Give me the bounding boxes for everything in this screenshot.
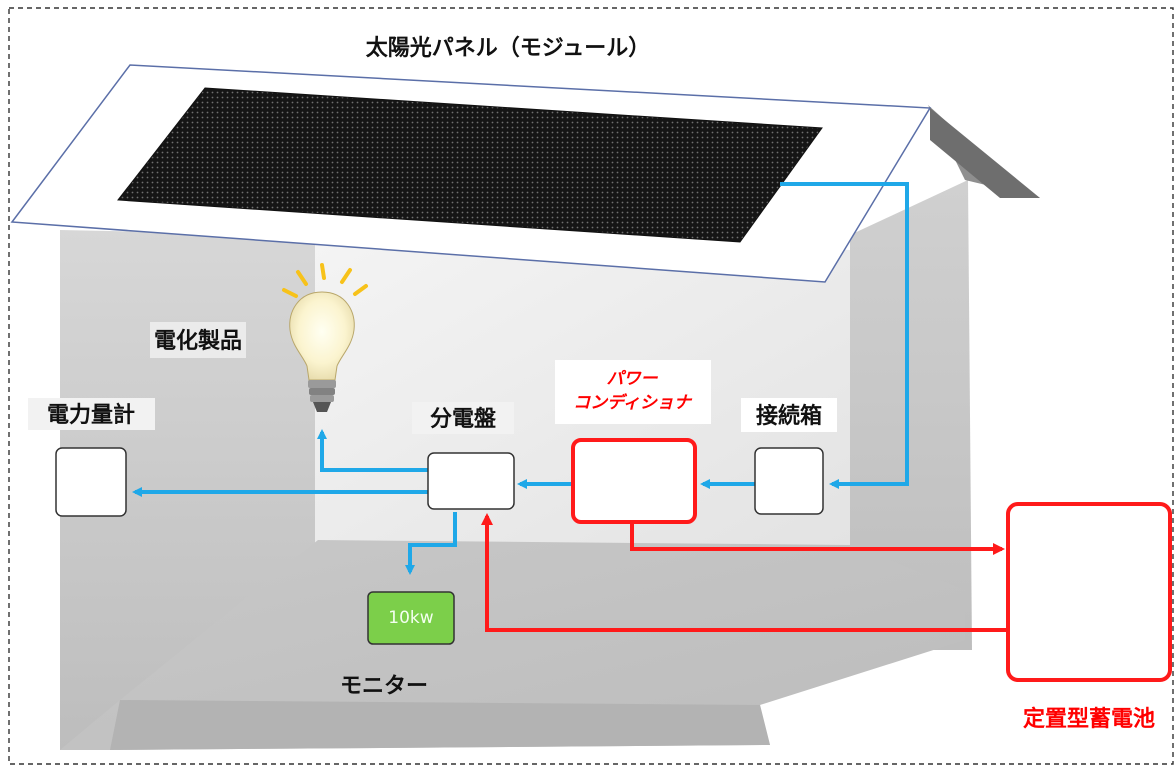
junction-box-label-bg <box>741 398 837 432</box>
appliance-label: 電化製品 <box>154 328 242 354</box>
wire-panel-to-junction <box>780 182 909 489</box>
diagram-title: 太陽光パネル（モジュール） <box>366 36 650 61</box>
monitor-label: モニター <box>340 674 428 699</box>
wire-pc-to-battery <box>630 522 1005 555</box>
junction-box <box>754 447 824 515</box>
blue-wiring <box>132 182 909 575</box>
storage-battery-label: 定置型蓄電池 <box>1023 706 1155 732</box>
appliance-label-bg <box>150 322 246 358</box>
wire-board-to-monitor <box>405 512 457 575</box>
power-conditioner-label-line2: コンディショナ <box>573 393 693 413</box>
power-conditioner-label-line1: パワー <box>607 369 659 389</box>
meter-label-bg <box>28 398 155 430</box>
roof-shade <box>930 108 1040 198</box>
distribution-board-label: 分電盤 <box>430 406 497 432</box>
monitor-display-text: 10kw <box>388 608 433 628</box>
meter-box <box>55 447 127 517</box>
house <box>10 64 1040 750</box>
junction-box-label: 接続箱 <box>756 403 822 429</box>
dashed-border <box>8 7 1174 765</box>
monitor-box <box>367 591 455 645</box>
power-conditioner-label-bg <box>555 360 711 424</box>
floor-front-edge <box>110 700 770 750</box>
meter-label: 電力量計 <box>47 402 135 428</box>
red-wiring <box>481 513 1008 632</box>
wire-board-to-appliance <box>317 429 428 472</box>
wire-battery-to-board <box>481 513 1008 632</box>
right-wall <box>850 180 972 650</box>
solar-panel <box>117 87 823 243</box>
storage-battery-box <box>1006 502 1172 682</box>
distribution-board-label-bg <box>412 402 514 434</box>
floor <box>60 540 965 750</box>
distribution-board-box <box>427 452 515 510</box>
light-bulb-icon <box>282 263 368 412</box>
power-conditioner-box <box>571 438 697 524</box>
